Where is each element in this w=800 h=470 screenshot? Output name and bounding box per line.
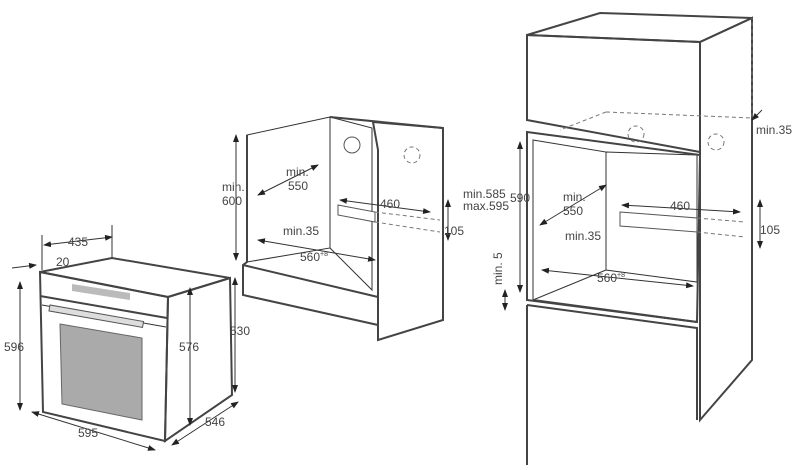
oven-depth-label: 435 bbox=[68, 235, 88, 249]
oven-drawing bbox=[11, 225, 239, 451]
oven-side-height-label: 530 bbox=[230, 324, 250, 338]
tall-clearance-label: min.35 bbox=[565, 229, 601, 243]
oven-side-depth-label: 546 bbox=[205, 415, 225, 429]
niche-vent-width-label: 460 bbox=[380, 197, 400, 211]
tall-vent-height-label: 105 bbox=[760, 223, 780, 237]
niche-depth-label-1: min. bbox=[286, 165, 309, 179]
oven-front-offset-label: 20 bbox=[56, 255, 70, 269]
oven-width-label: 595 bbox=[78, 426, 98, 440]
niche-width-tolerance: +8 bbox=[320, 251, 328, 258]
tall-height-label: 590 bbox=[510, 191, 530, 205]
tall-width-tolerance: +8 bbox=[617, 272, 625, 279]
tall-height-range-label-1: min.585 bbox=[463, 187, 506, 201]
niche-width-label: 560+8 bbox=[300, 250, 328, 264]
tall-height-range-label-2: max.595 bbox=[463, 199, 509, 213]
niche-vent-height-label: 105 bbox=[444, 224, 464, 238]
tall-width-label: 560+8 bbox=[597, 271, 625, 285]
niche-depth-label-2: 550 bbox=[288, 179, 308, 193]
niche-height-label-2: 600 bbox=[222, 194, 242, 208]
tall-cabinet-drawing bbox=[502, 11, 763, 465]
tall-top-gap-label: min.35 bbox=[756, 123, 792, 137]
niche-height-label-1: min. bbox=[222, 180, 245, 194]
tall-vent-width-label: 460 bbox=[670, 199, 690, 213]
oven-height-label: 596 bbox=[4, 340, 24, 354]
undercounter-niche-drawing bbox=[233, 116, 451, 342]
tall-depth-label-1: min. bbox=[563, 190, 586, 204]
oven-body-height-label: 576 bbox=[179, 340, 199, 354]
niche-clearance-label: min.35 bbox=[283, 224, 319, 238]
tall-depth-label-2: 550 bbox=[563, 204, 583, 218]
tall-bottom-gap-label: min. 5 bbox=[491, 252, 505, 285]
